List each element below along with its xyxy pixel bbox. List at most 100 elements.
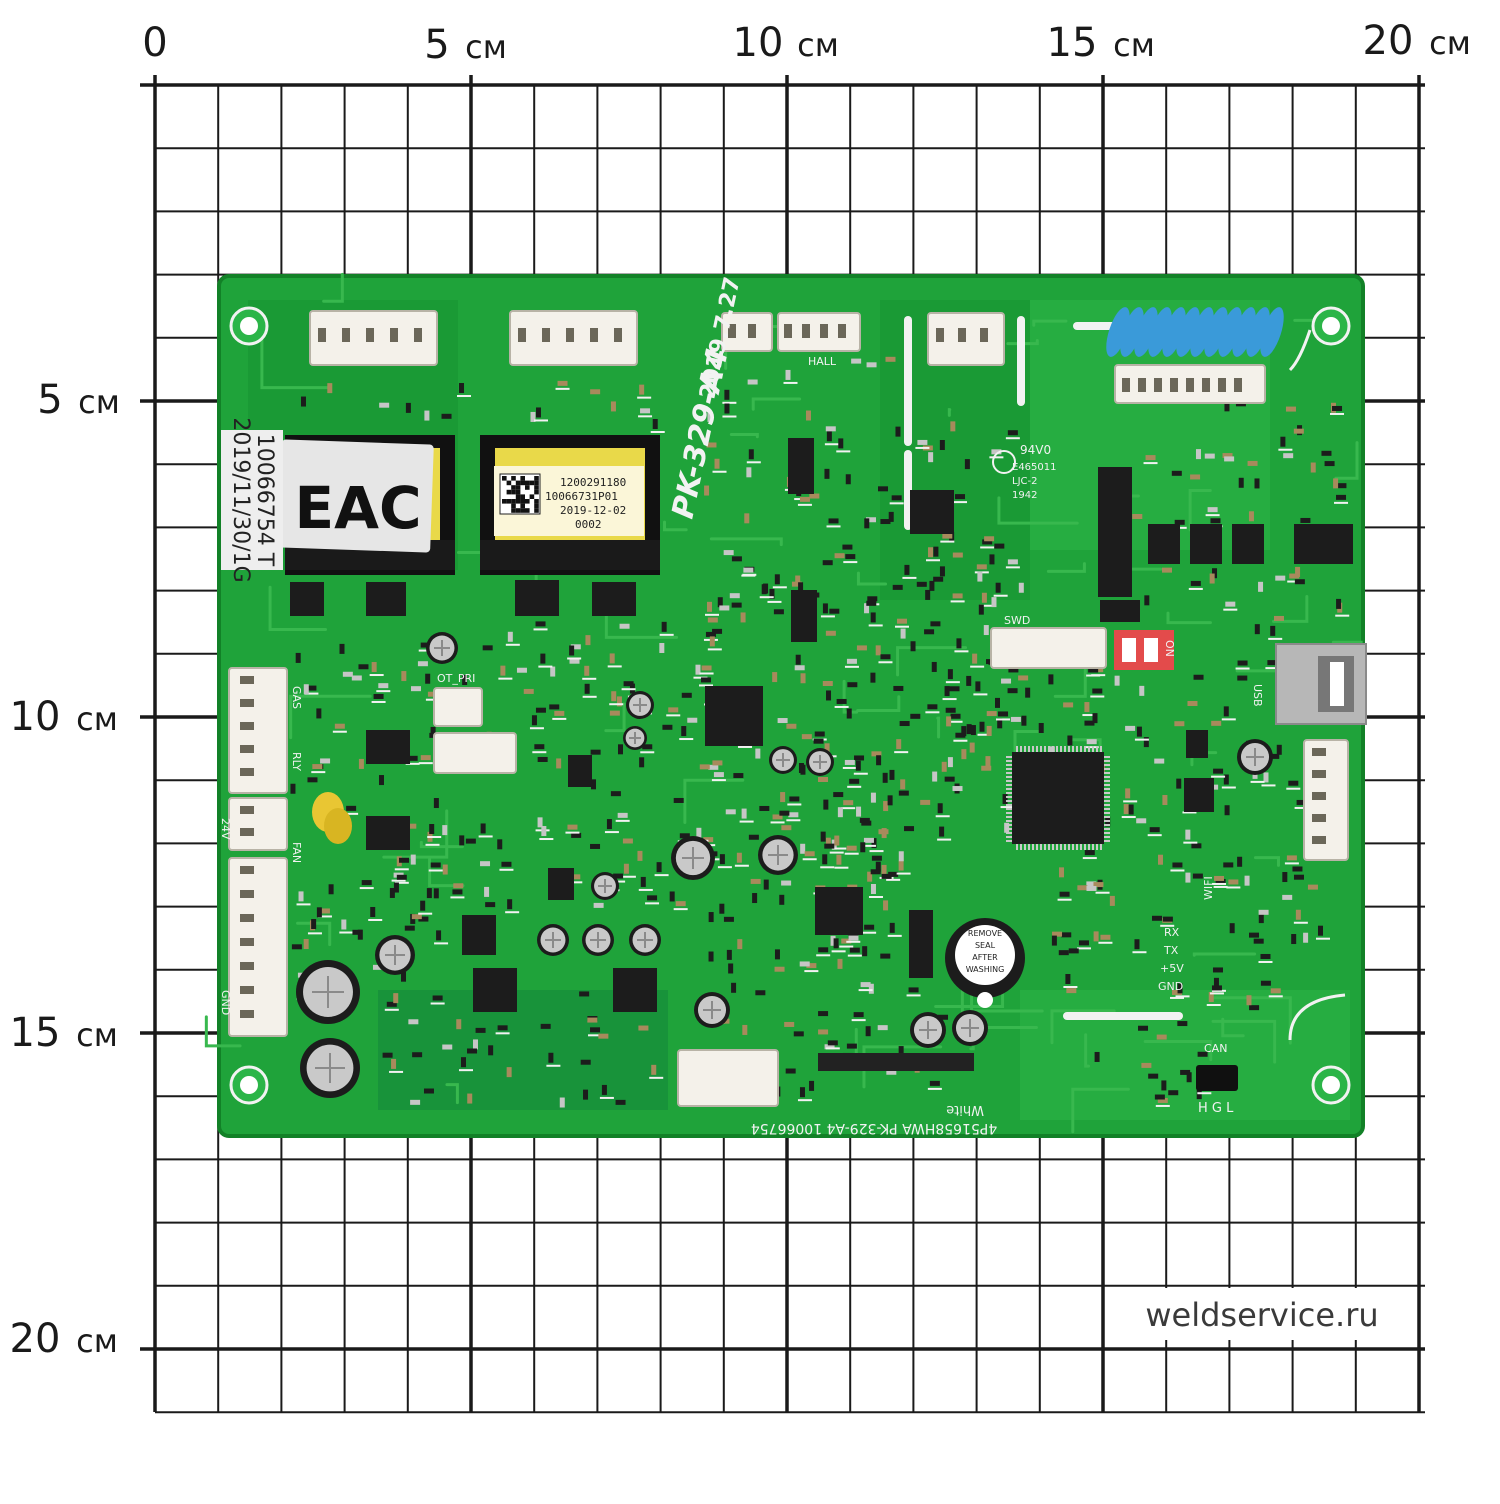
smd-part: [500, 666, 505, 676]
silk-mark: [832, 950, 846, 952]
smd-part: [856, 761, 861, 771]
qr-module: [511, 504, 516, 509]
smd-part: [845, 554, 855, 559]
smd-part: [998, 711, 1008, 716]
silk-mark: [1226, 886, 1240, 888]
silk-mark: [1316, 938, 1330, 940]
smd-part: [623, 838, 633, 843]
mcu-pin: [1092, 746, 1094, 752]
smd-part: [774, 609, 784, 614]
silk-mark: [429, 870, 443, 872]
smd-part: [425, 674, 430, 684]
smd-part: [1239, 478, 1244, 488]
smd-part: [1333, 478, 1338, 488]
smd-part: [653, 419, 658, 429]
smd-part: [1100, 935, 1110, 940]
smd-part: [710, 636, 715, 646]
smd-part: [598, 1034, 608, 1039]
qr-module: [534, 476, 539, 481]
smd-part: [900, 721, 910, 726]
mcu-pin: [1104, 772, 1110, 774]
smd-part: [1205, 454, 1215, 459]
smd-part: [594, 903, 604, 908]
smd-part: [946, 716, 951, 726]
smd-part: [433, 995, 443, 1000]
mcu-pin: [1036, 844, 1038, 850]
smd-part: [938, 803, 943, 813]
connector-pin: [748, 324, 756, 338]
silk-mark: [846, 941, 860, 943]
connector-pin: [542, 328, 550, 342]
mcu-pin: [1040, 844, 1042, 850]
smd-part: [847, 1044, 857, 1049]
buzzer-sticker-line: AFTER: [972, 953, 998, 962]
silk-mark: [1077, 947, 1091, 949]
connector-pin: [240, 1010, 254, 1018]
silk-mark: [943, 698, 957, 700]
smd-part: [696, 828, 701, 838]
silk-mark: [582, 678, 596, 680]
smd-part: [498, 1025, 508, 1030]
mcu-pin: [1006, 776, 1012, 778]
smd-part: [374, 694, 384, 699]
silk-mark: [1197, 1092, 1211, 1094]
silk-mark: [360, 887, 374, 889]
silk-mark: [567, 657, 581, 659]
smd-part: [829, 609, 839, 614]
smd-part: [854, 1012, 864, 1017]
smd-part: [1003, 794, 1008, 804]
smd-part: [981, 766, 991, 771]
smd-part: [795, 665, 805, 670]
connector-pin: [590, 328, 598, 342]
silk-mark: [722, 416, 736, 418]
silk-mark: [786, 819, 800, 821]
smd-part: [775, 949, 780, 959]
smd-part: [708, 765, 718, 770]
silk-label-tx: TX: [1163, 944, 1179, 957]
smd-part: [888, 795, 893, 805]
qr-module: [516, 485, 521, 490]
smd-part: [1059, 867, 1064, 877]
connector-pin: [838, 324, 846, 338]
smd-part: [341, 920, 346, 930]
silk-mark: [534, 628, 548, 630]
smd-part: [358, 664, 368, 669]
smd-part: [554, 711, 564, 716]
top-ruler-unit: см: [797, 26, 839, 64]
smd-part: [1174, 721, 1184, 726]
side-sticker-line: 2019/11/30/1G: [228, 417, 253, 582]
mcu-pin: [1056, 844, 1058, 850]
smd-part: [897, 619, 907, 624]
smd-part: [719, 605, 729, 610]
smd-part: [434, 888, 439, 898]
smd-part: [961, 726, 966, 736]
silk-mark: [760, 596, 774, 598]
silk-mark: [747, 461, 761, 463]
smd-part: [1124, 804, 1129, 814]
mcu-pin: [1104, 784, 1110, 786]
smd-part: [549, 704, 559, 709]
smd-part: [681, 726, 686, 736]
smd-part: [607, 819, 612, 829]
smd-part: [397, 875, 407, 880]
mcu-pin: [1056, 746, 1058, 752]
silk-mark: [539, 838, 553, 840]
smd-part: [1254, 939, 1264, 944]
smd-part: [442, 825, 447, 835]
smd-part: [1008, 559, 1018, 564]
smd-part: [889, 770, 894, 780]
silk-mark: [1335, 615, 1349, 617]
smd-part: [712, 760, 722, 765]
smd-part: [971, 725, 976, 735]
smd-part: [1249, 933, 1259, 938]
smd-part: [639, 757, 644, 767]
smd-part: [1094, 931, 1099, 941]
usb-tongue: [1330, 662, 1344, 706]
smd-part: [1224, 456, 1234, 461]
smd-part: [1155, 1095, 1165, 1100]
smd-part: [955, 494, 965, 499]
silk-mark: [418, 913, 432, 915]
smd-part: [861, 982, 871, 987]
silk-mark: [1058, 899, 1072, 901]
smd-part: [378, 683, 388, 688]
